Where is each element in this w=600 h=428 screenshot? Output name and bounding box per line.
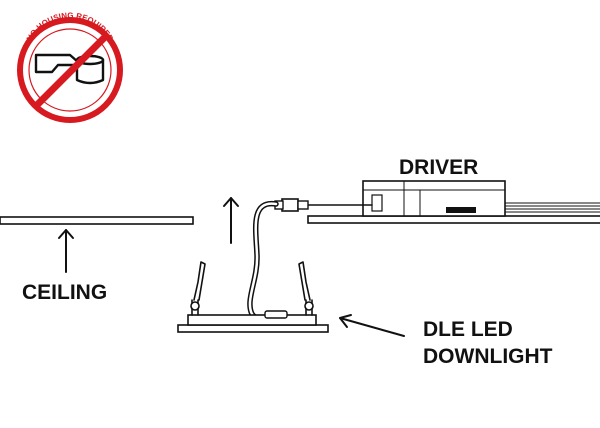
cable-connector [281,198,299,212]
dle-led-downlight [177,261,329,333]
downlight-arrow [339,314,405,337]
downlight-label-line2: DOWNLIGHT [423,345,553,368]
spring-clip-left [190,261,206,316]
install-direction-arrow [223,197,239,244]
ceiling-panel-right [307,215,600,224]
ceiling-panel-left [0,216,194,225]
ceiling-arrow [58,229,74,273]
no-housing-required-badge: NO HOUSING REQUIRED [17,11,123,123]
prohibition-slash [34,34,108,108]
ceiling-label: CEILING [22,281,107,304]
driver-label: DRIVER [399,156,478,179]
driver-box [362,180,600,217]
spring-clip-right [298,261,314,316]
downlight-label-line1: DLE LED [423,318,513,341]
